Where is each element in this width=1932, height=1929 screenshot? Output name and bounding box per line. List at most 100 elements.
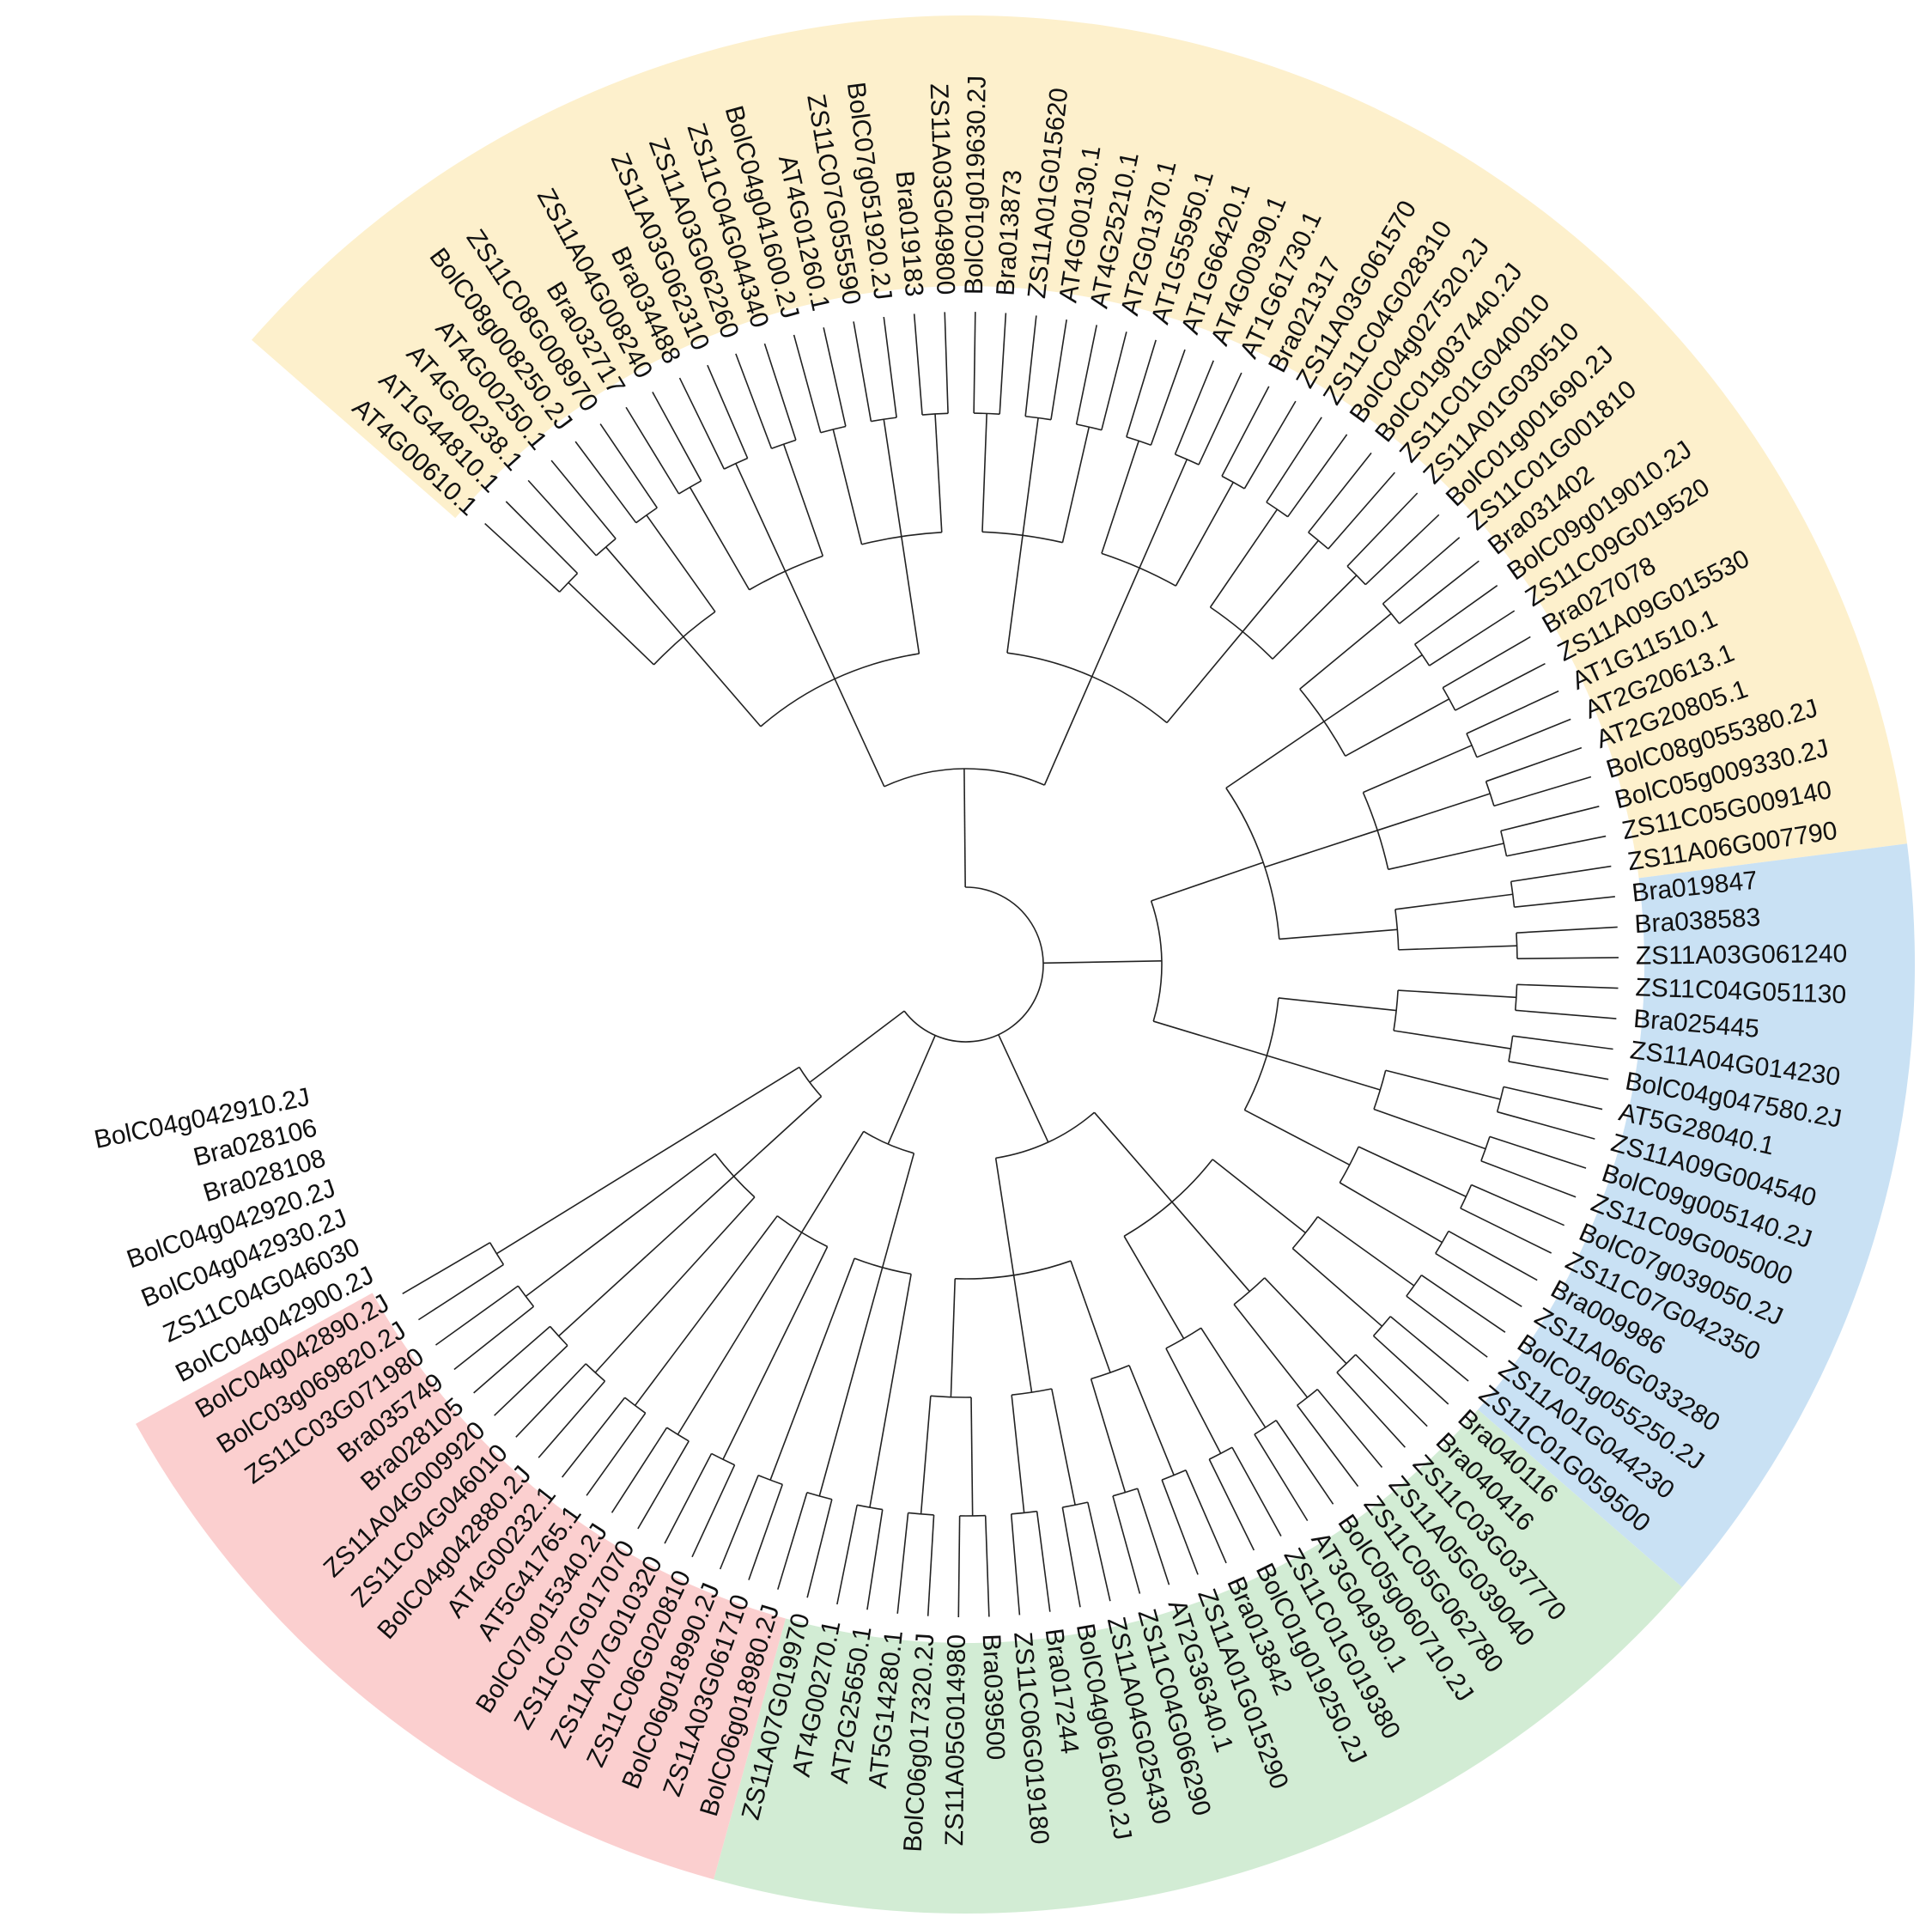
branch-edge-131 [1516,926,1618,934]
branch-edge-217 [1011,1395,1025,1513]
branch-edge-121 [1500,806,1600,832]
branch-edge-47 [1043,676,1093,786]
branch-edge-151 [1373,1108,1486,1150]
branch-edge-77 [1166,630,1243,724]
branch-edge-19 [784,570,835,679]
branch-edge-28 [707,364,749,459]
leaf-label: BolC01g019630.2J [960,76,992,295]
branch-edge-122 [1506,835,1607,857]
branch-arc-48 [1006,652,1168,724]
branch-arc-286 [550,1325,568,1347]
branch-edge-159 [1471,1184,1565,1226]
branch-edge-11 [605,546,684,637]
branch-edge-82 [1287,434,1348,518]
branch-edge-59 [1061,427,1091,543]
branch-edge-115 [1376,793,1491,831]
branch-arc-234 [854,1257,912,1275]
leaf-labels: AT4G00610.1AT1G44810.1AT4G00238.1AT4G002… [92,76,1847,1853]
branch-edge-210 [1112,1495,1141,1594]
branch-edge-54 [999,313,1007,415]
branch-edge-230 [896,1512,909,1614]
branch-edge-229 [927,1514,935,1616]
branch-edge-140 [1515,1009,1617,1019]
branch-edge-101 [1323,654,1423,722]
branch-edge-252 [719,1475,759,1570]
branch-edge-188 [1297,1404,1359,1488]
branch-edge-174 [1406,1295,1488,1358]
branch-edge-24 [652,392,702,482]
branch-edge-53 [973,312,976,414]
branch-edge-125 [1394,893,1513,910]
branch-edge-129 [1398,945,1517,951]
branch-edge-32 [763,343,797,441]
branch-edge-147 [1385,1069,1501,1100]
branch-edge-109 [1264,830,1378,868]
branch-edge-206 [1161,1479,1199,1575]
branch-edge-72 [1198,372,1242,466]
branch-edge-293 [453,1305,534,1371]
branch-edge-295 [697,1066,800,1130]
branch-edge-43 [934,413,943,532]
branch-edge-221 [950,1278,957,1397]
branch-edge-193 [1275,1420,1334,1505]
branch-edge-143 [1512,1035,1613,1050]
branch-edge-165 [998,1034,1049,1143]
branch-edge-63 [1091,567,1140,678]
branch-edge-187 [1316,1389,1383,1469]
branch-edge-171 [1317,1215,1415,1287]
branch-edge-25 [735,463,787,572]
branch-edge-282 [515,1363,586,1438]
branch-edge-211 [1012,1275,1033,1393]
branch-edge-104 [1429,610,1516,666]
branch-edge-277 [674,1196,756,1286]
branch-edge-79 [1209,508,1279,608]
branch-edge-17 [574,441,637,524]
branch-edge-51 [981,413,987,532]
branch-edge-97 [1299,612,1392,690]
branch-edge-23 [625,406,680,495]
branch-edge-154 [1480,1159,1577,1198]
branch-edge-99 [1382,537,1461,605]
branch-edge-95 [1225,721,1325,789]
branch-edge-255 [775,1246,829,1354]
branch-edge-150 [1497,1111,1595,1140]
branch-edge-287 [494,1345,568,1416]
branch-arc-200 [955,1260,1072,1280]
branch-edge-269 [634,1310,708,1406]
branch-edge-35 [832,429,863,545]
branch-edge-38 [823,327,847,427]
branch-edge-31 [735,353,773,449]
branch-edge-75 [1221,386,1270,477]
branch-edge-178 [1372,1335,1449,1405]
branch-edge-179 [1171,1201,1250,1293]
branch-edge-108 [1455,662,1546,711]
branch-edge-29 [782,443,824,557]
branch-edge-14 [550,459,617,539]
branch-edge-261 [738,1232,803,1335]
branch-arc-166 [995,1111,1095,1159]
branch-arc-212 [1012,1388,1052,1396]
branch-arc-110 [1362,792,1389,870]
branch-edge-215 [1087,1501,1111,1602]
branch-edge-33 [901,536,920,654]
branch-edge-57 [1024,315,1037,417]
branch-edge-123 [1279,928,1398,940]
branch-edge-160 [1460,1208,1552,1254]
branch-arc-96 [1299,688,1346,757]
branch-edge-39 [883,419,902,537]
branch-edge-181 [1264,1277,1347,1365]
branch-edge-81 [1266,417,1322,503]
branch-edge-105 [1345,698,1450,757]
branch-edge-3 [834,678,885,788]
branch-arc-2 [884,768,1045,788]
branch-arc-94 [1225,788,1280,940]
branch-edge-226 [957,1515,961,1617]
branch-edge-157 [1358,1146,1467,1197]
branch-arc-130 [1516,933,1518,959]
leaf-label: ZS11A03G061240 [1636,940,1848,971]
branch-edge-61 [1075,325,1097,425]
clade-bands [136,15,1916,1914]
branch-edge-86 [1327,472,1395,550]
branch-edge-89 [1346,492,1419,567]
branch-edge-83 [1242,539,1320,632]
